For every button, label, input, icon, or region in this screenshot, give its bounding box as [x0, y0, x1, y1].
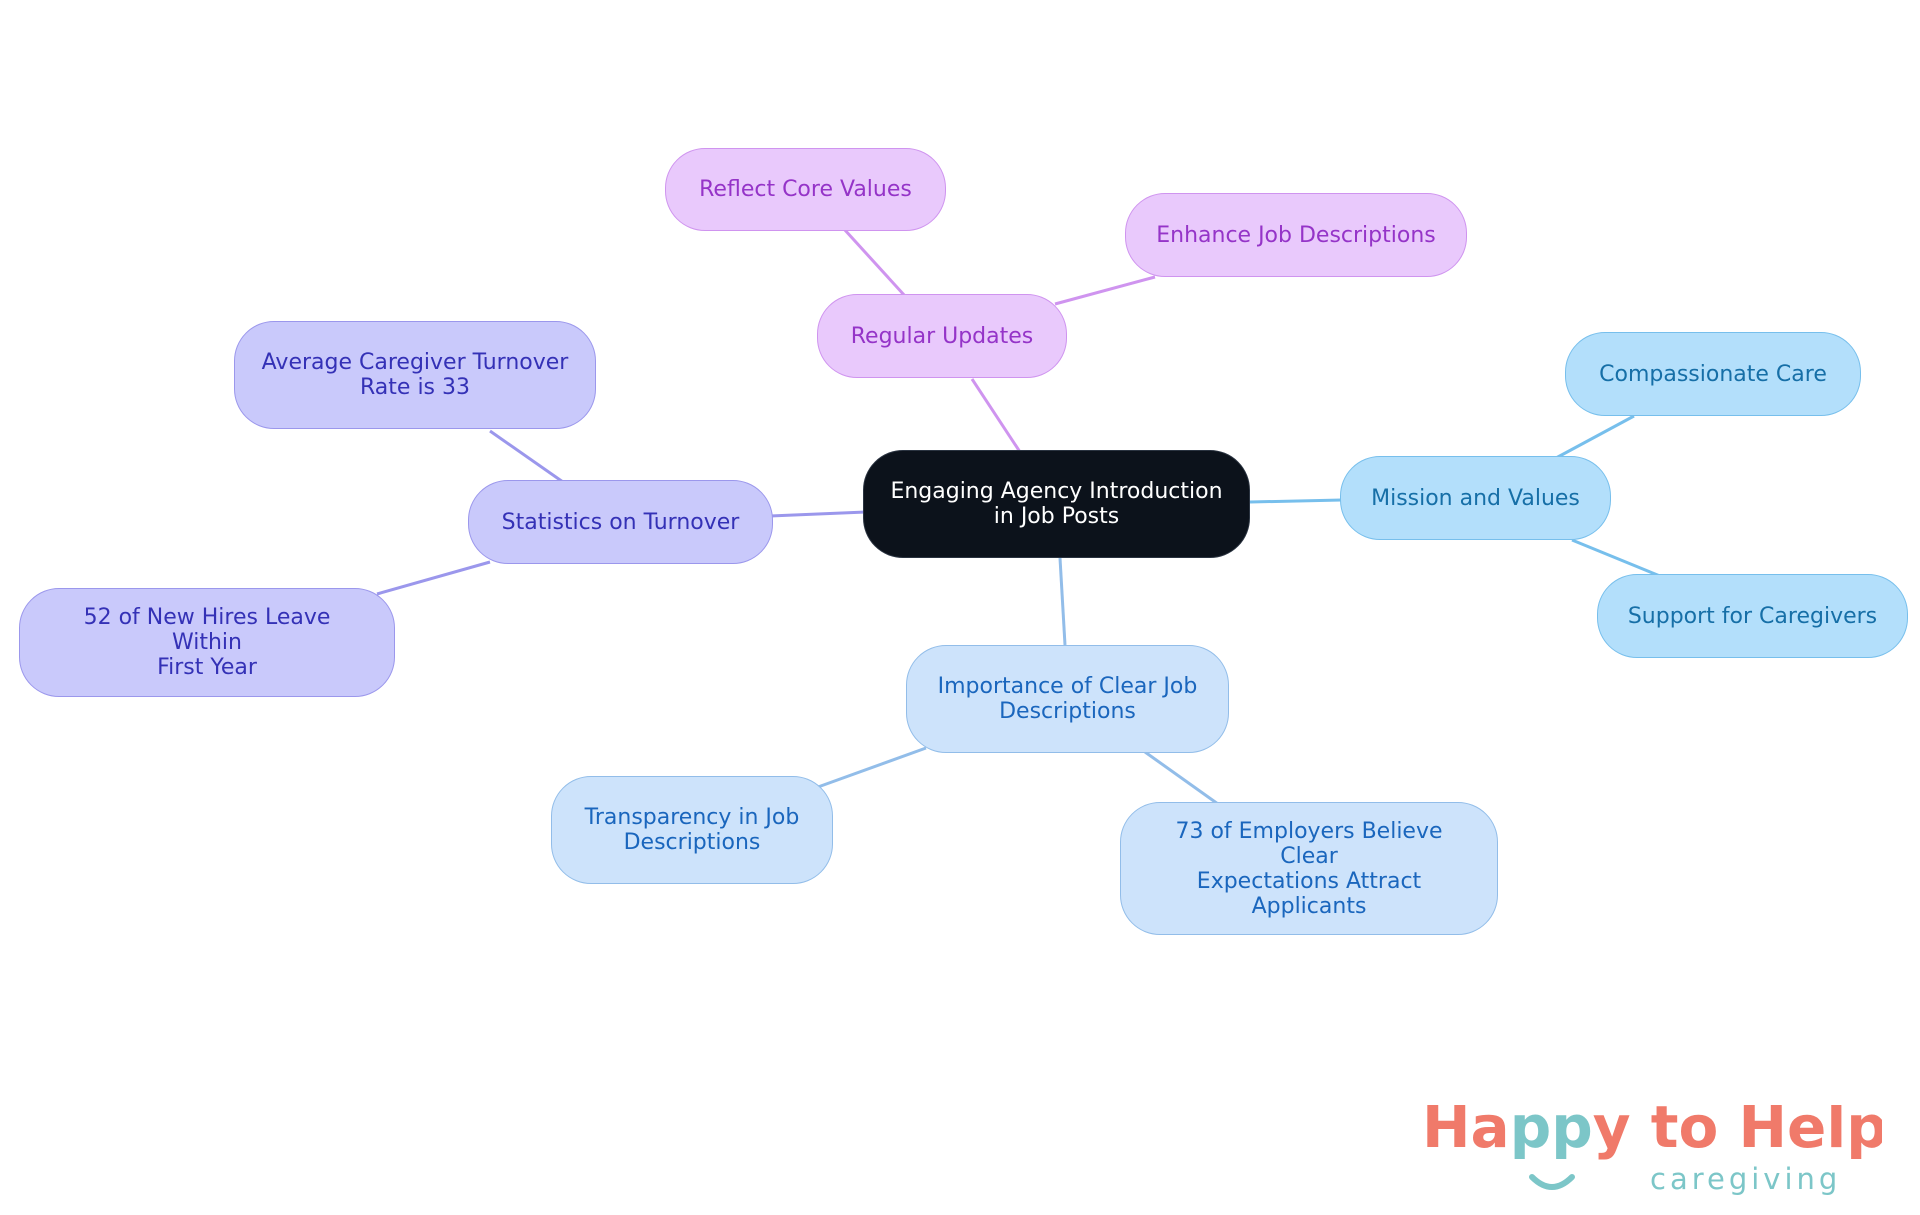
edge-root-mission	[1249, 498, 1343, 504]
edge-statistics-average	[489, 429, 564, 484]
node-reflect-core-values[interactable]: Reflect Core Values	[665, 148, 946, 231]
edge-mission-support	[1571, 538, 1661, 578]
edge-updates-enhance	[1054, 275, 1156, 306]
logo-brand-text: Happy to Help	[1422, 1105, 1882, 1161]
logo-tagline: caregiving	[1650, 1162, 1841, 1196]
happy-to-help-logo: Happy to Help caregiving	[1422, 1105, 1882, 1196]
node-compassionate-care[interactable]: Compassionate Care	[1565, 332, 1861, 416]
edge-statistics-newhires	[376, 560, 491, 596]
edge-mission-compassionate	[1555, 414, 1635, 460]
node-support-for-caregivers[interactable]: Support for Caregivers	[1597, 574, 1908, 658]
edge-clarity-employers	[1144, 750, 1219, 806]
node-mission-and-values[interactable]: Mission and Values	[1340, 456, 1611, 540]
node-importance-clear-descriptions[interactable]: Importance of Clear Job Descriptions	[906, 645, 1229, 753]
edge-root-updates	[970, 378, 1022, 453]
root-node[interactable]: Engaging Agency Introduction in Job Post…	[863, 450, 1250, 558]
edge-root-clarity	[1058, 557, 1067, 646]
edge-root-statistics	[769, 510, 867, 518]
node-regular-updates[interactable]: Regular Updates	[817, 294, 1067, 378]
edge-updates-core	[842, 227, 907, 298]
node-enhance-job-descriptions[interactable]: Enhance Job Descriptions	[1125, 193, 1467, 277]
node-new-hires-leave[interactable]: 52 of New Hires Leave Within First Year	[19, 588, 395, 697]
node-statistics-on-turnover[interactable]: Statistics on Turnover	[468, 480, 773, 564]
node-average-turnover[interactable]: Average Caregiver Turnover Rate is 33	[234, 321, 596, 429]
node-employers-believe[interactable]: 73 of Employers Believe Clear Expectatio…	[1120, 802, 1498, 935]
node-transparency[interactable]: Transparency in Job Descriptions	[551, 776, 833, 884]
edge-clarity-transparency	[817, 746, 927, 789]
smile-icon	[1529, 1174, 1575, 1190]
